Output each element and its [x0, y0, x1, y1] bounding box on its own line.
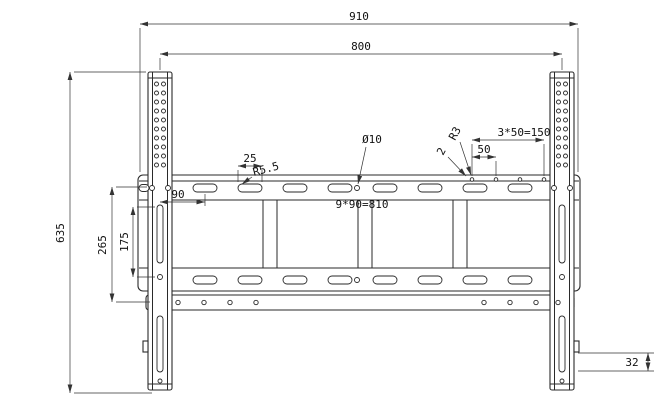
dia10-hole — [354, 185, 360, 191]
label-thickness: 2 — [434, 145, 467, 177]
dim-overall-height: 635 — [54, 223, 67, 243]
left-rail — [142, 71, 173, 391]
dim-mount-span: 800 — [351, 40, 371, 53]
dim-hole-pattern: 3*50=150 — [498, 126, 551, 139]
left-rail-holes — [154, 81, 166, 168]
dim-910: 910 — [139, 10, 579, 172]
dim-635: 635 — [54, 71, 152, 394]
dim-265: 265 — [96, 186, 150, 303]
dim-slot-length: 25 — [243, 152, 256, 165]
label-dia10: Ø10 — [357, 133, 382, 185]
right-rail-holes — [556, 81, 568, 168]
right-clip-tab — [573, 340, 580, 353]
dim-hook-height: 32 — [625, 356, 638, 369]
dim-25: 25 — [237, 152, 263, 182]
label-r3: R3 — [446, 125, 472, 176]
label-slot-pattern-text: 9*90=810 — [336, 198, 389, 211]
left-rail-mid-slot — [156, 204, 164, 264]
plate-holes — [138, 177, 573, 306]
dim-rail-slot-span: 175 — [118, 232, 131, 252]
left-clip-tab — [142, 340, 149, 353]
dim-175: 175 — [118, 206, 155, 278]
dim-800: 800 — [159, 40, 563, 70]
right-rail — [549, 71, 580, 391]
dim-90: 90 — [160, 188, 206, 206]
dim-32: 32 — [578, 352, 654, 372]
label-slot-pattern: 9*90=810 — [336, 198, 389, 211]
dim-50: 50 — [472, 143, 497, 176]
dim-hole-spacing: 50 — [477, 143, 490, 156]
dim-overall-width: 910 — [349, 10, 369, 23]
label-hole-diameter: Ø10 — [362, 133, 382, 146]
dim-first-hole-offset: 90 — [171, 188, 184, 201]
wall-plate — [137, 174, 581, 311]
right-rail-lower-slot — [558, 315, 566, 373]
label-corner-radius: R3 — [446, 125, 464, 143]
left-rail-lower-slot — [156, 315, 164, 373]
dim-150: 3*50=150 — [471, 126, 551, 176]
label-material-thickness: 2 — [434, 145, 449, 157]
dim-plate-hole-span: 265 — [96, 235, 109, 255]
right-rail-mid-slot — [558, 204, 566, 264]
stiffener-ribs — [262, 200, 468, 268]
